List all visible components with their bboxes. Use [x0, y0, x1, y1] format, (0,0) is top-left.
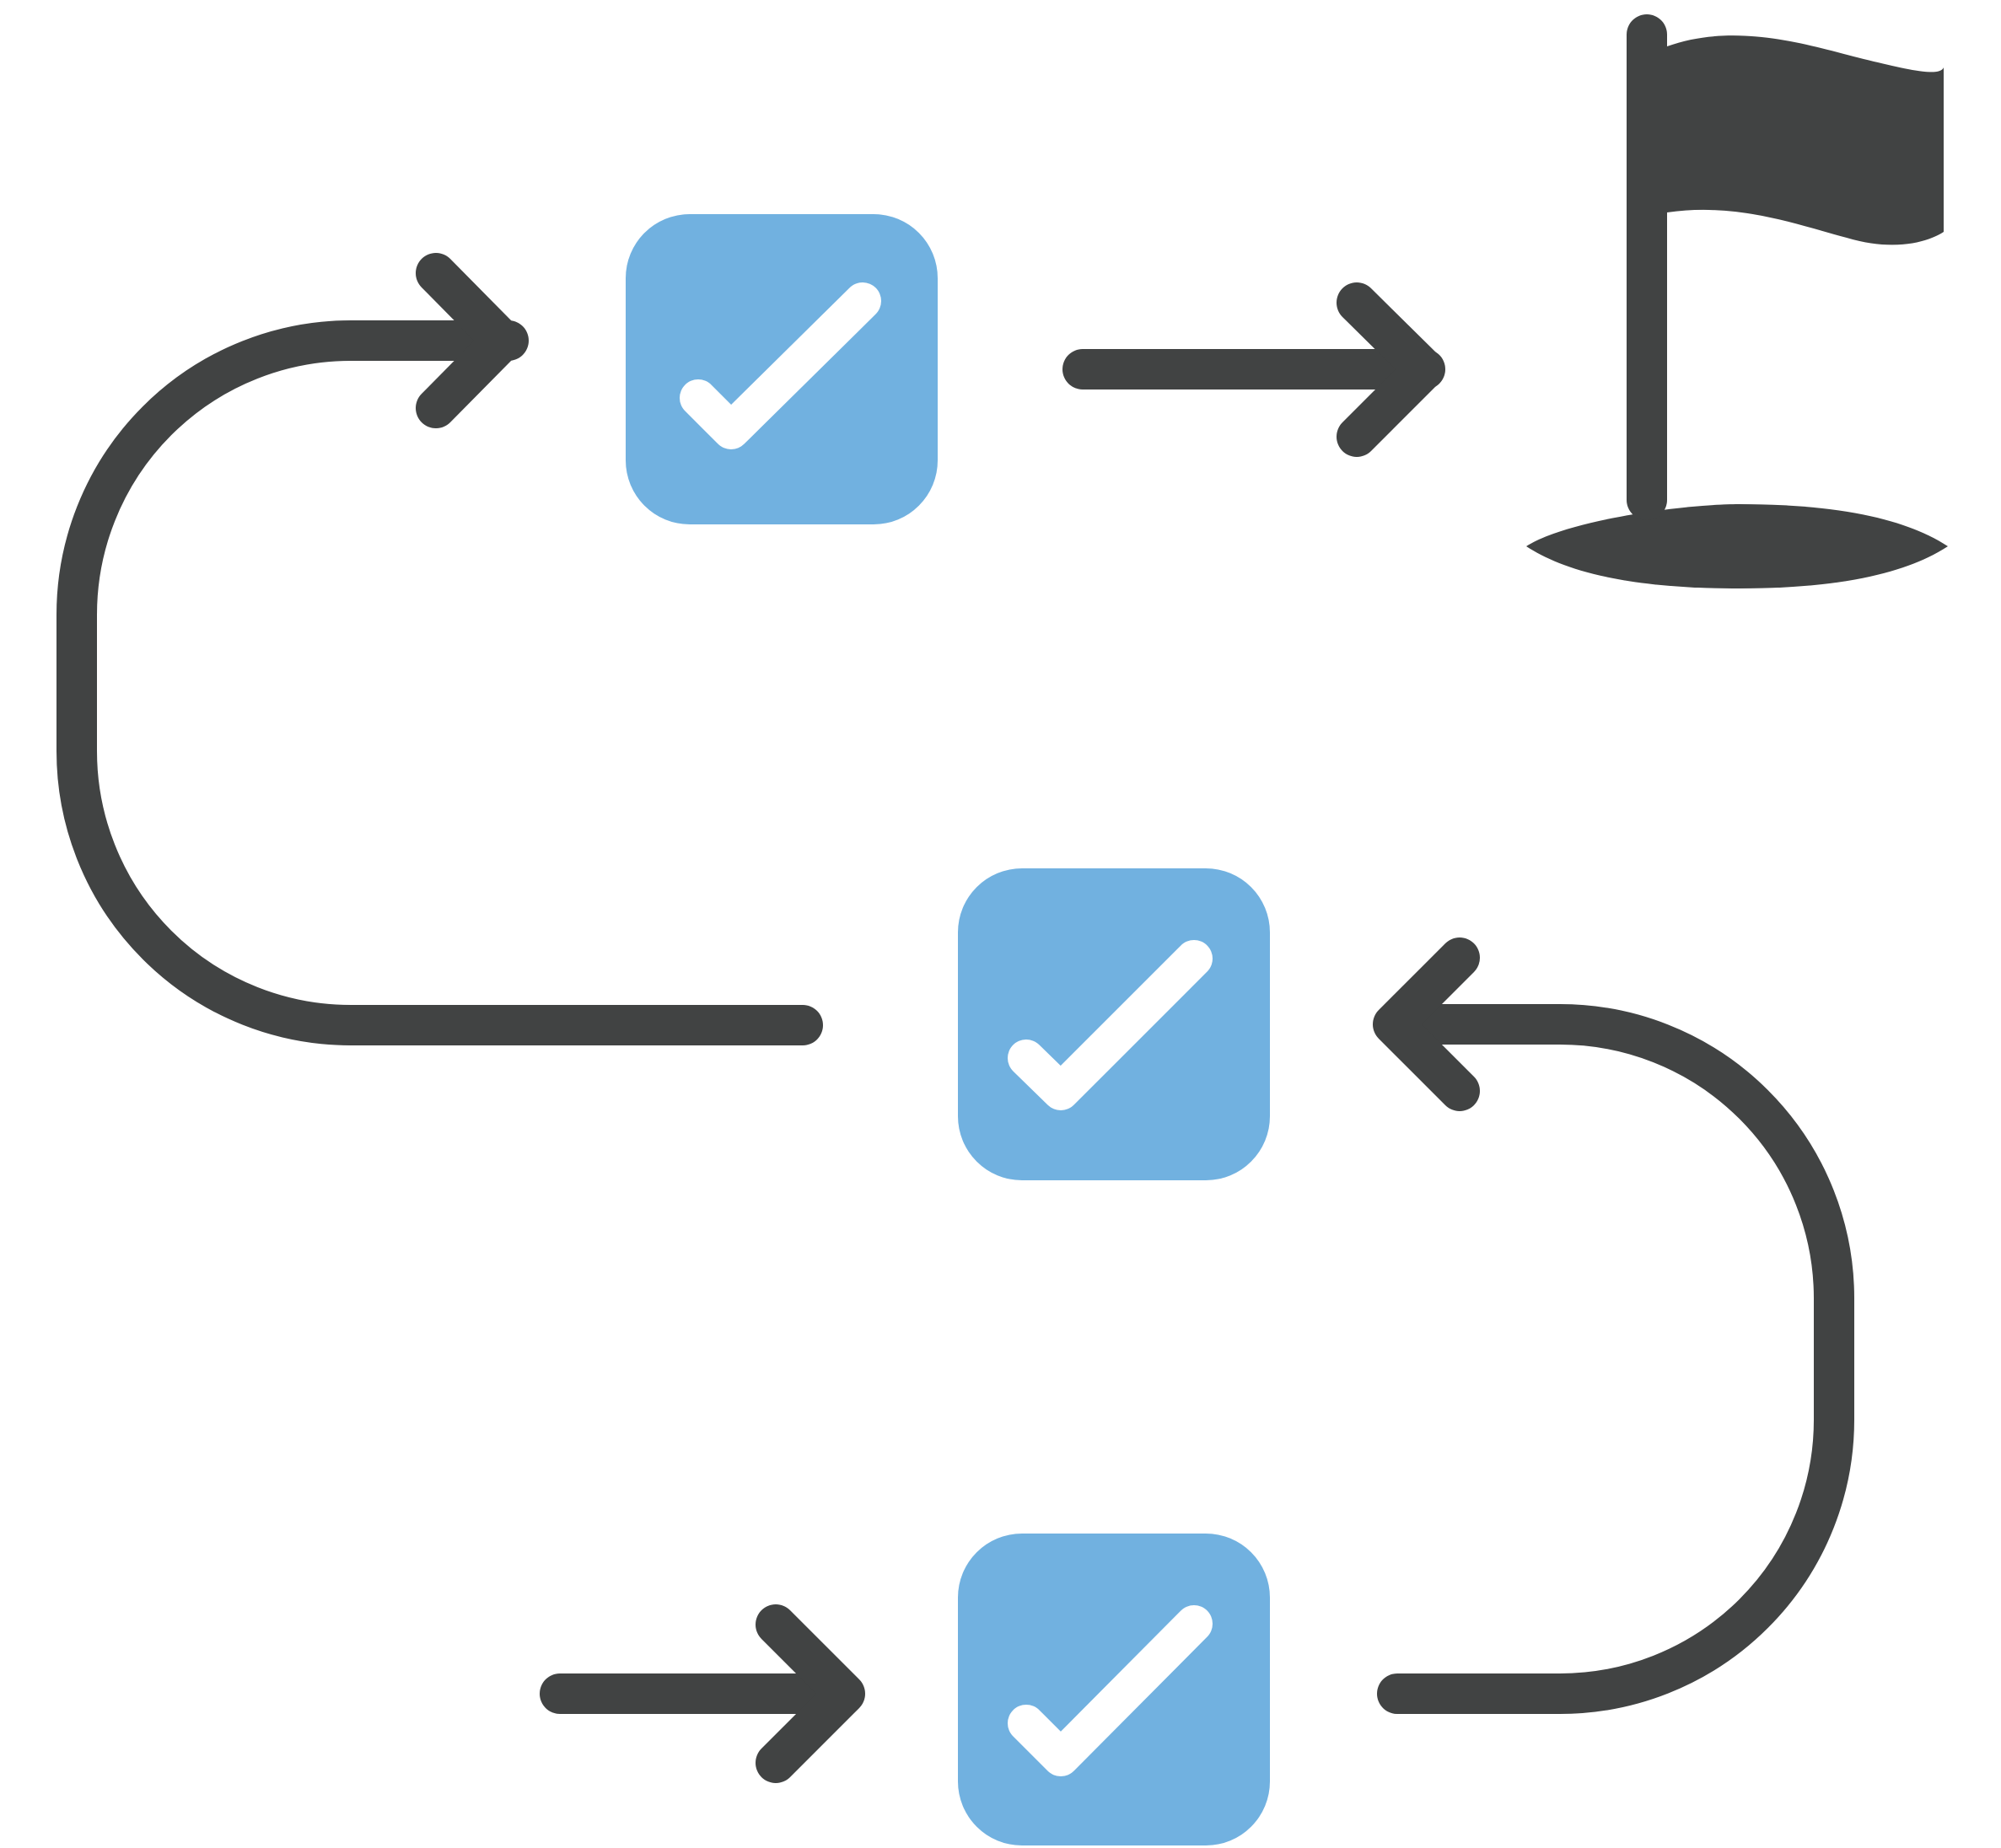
step-box-bottom: [958, 1534, 1270, 1845]
golf-flag-icon: [1526, 14, 1948, 588]
entry-arrow: [540, 1604, 865, 1783]
connectors: [56, 253, 1854, 1783]
return-arrow-right: [1373, 937, 1854, 1714]
return-arrow-left: [56, 253, 823, 1045]
step-box-top: [626, 214, 938, 524]
goal-arrow: [1062, 282, 1445, 457]
step-box-middle: [958, 868, 1270, 1180]
checkmark-icon: [1008, 940, 1213, 1110]
checkmark-icon: [680, 282, 881, 449]
checkmark-icon: [1008, 1605, 1213, 1776]
